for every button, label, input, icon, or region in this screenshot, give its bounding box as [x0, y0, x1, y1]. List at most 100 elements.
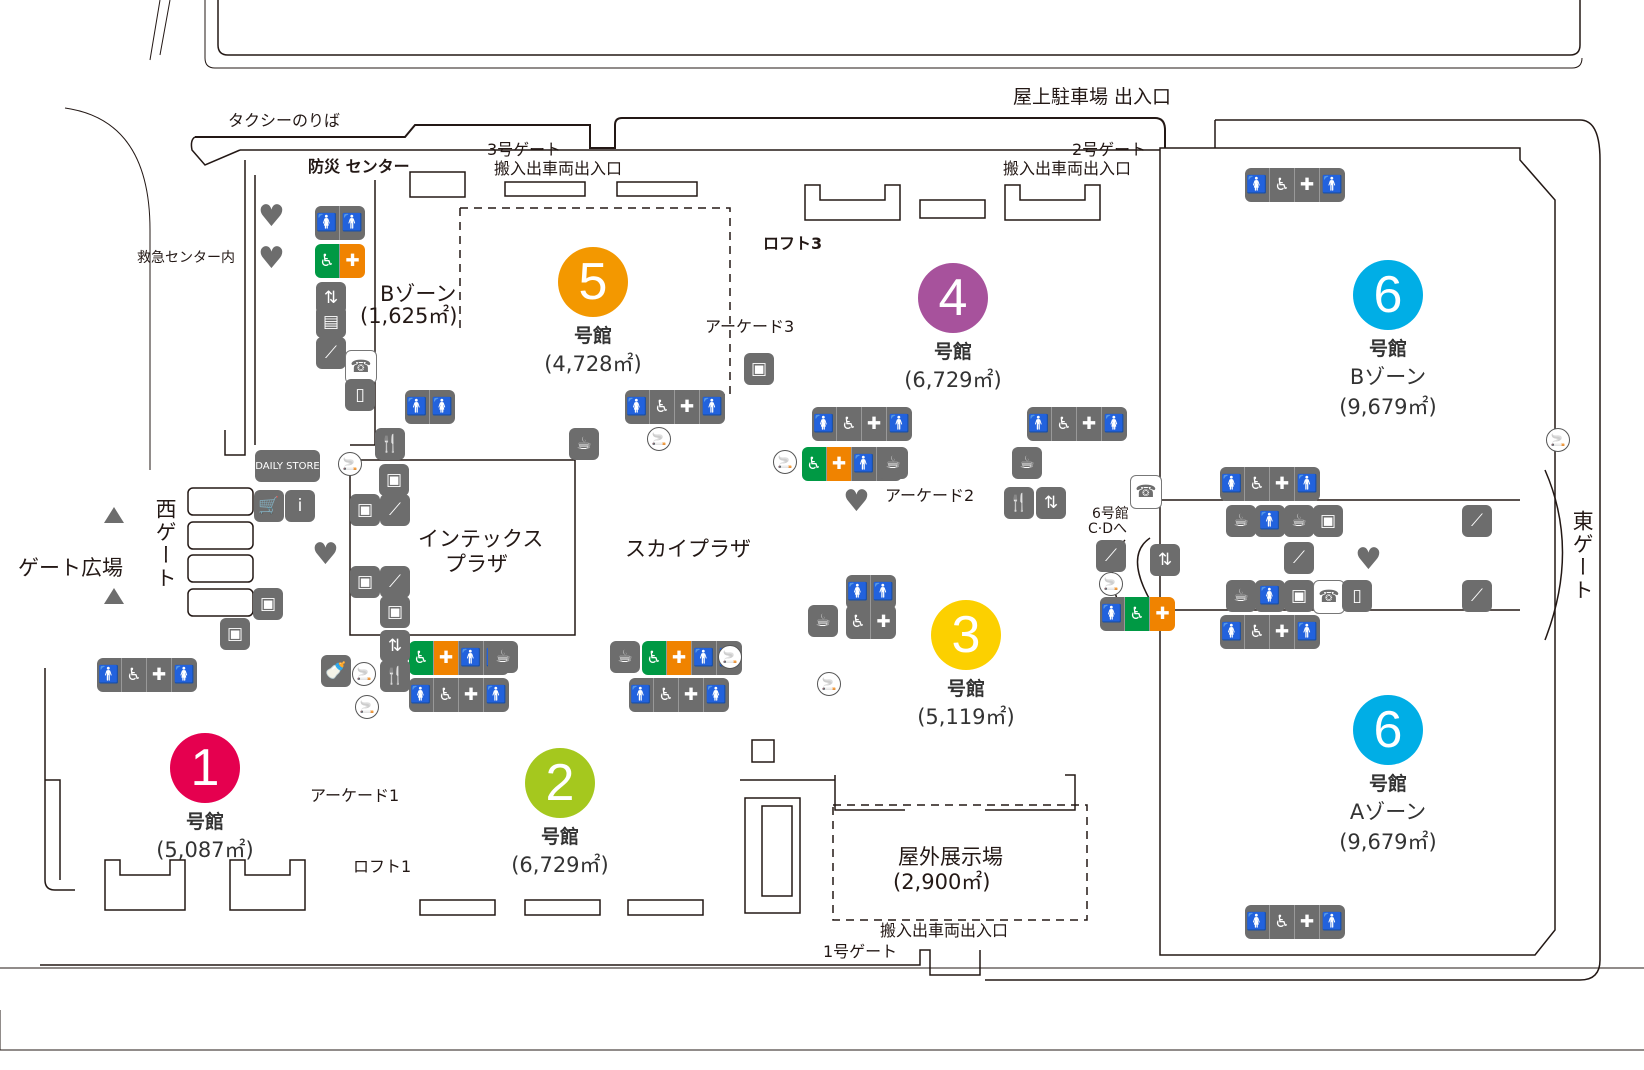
accessible-restroom-group: 🚺 ♿ ✚	[1100, 597, 1175, 631]
east-gate-label: 東ゲート	[1570, 510, 1595, 602]
hall-5[interactable]: 5 号館 (4,728㎡)	[493, 247, 693, 378]
cafe-icon: ☕	[1226, 505, 1256, 537]
hall-number-badge: 1	[170, 733, 240, 803]
wheelchair-icon: ♿	[846, 605, 871, 639]
wheelchair-icon: ♿	[1245, 615, 1270, 649]
ostomate-icon: ✚	[147, 658, 172, 692]
atm-icon: ▤	[316, 306, 346, 338]
locker-icon: ▣	[1284, 580, 1314, 612]
escalator-icon: ⟋	[1462, 505, 1492, 537]
hall5-bzone-label: Bゾーン	[380, 282, 457, 306]
hall-area: (9,679㎡)	[1339, 395, 1437, 419]
restroom-group: 🚹 ♿ ✚ 🚺	[97, 658, 197, 692]
man-restroom-icon: 🚹	[1295, 615, 1320, 649]
woman-restroom-icon: 🚺	[1245, 905, 1270, 939]
hall-6-a-zone[interactable]: 6 号館 Aゾーン (9,679㎡)	[1288, 695, 1488, 856]
man-restroom-icon: 🚹	[1255, 505, 1285, 537]
woman-restroom-icon: 🚺	[430, 390, 455, 424]
ostomate-icon: ✚	[862, 407, 887, 441]
wheelchair-icon: ♿	[837, 407, 862, 441]
smoking-area-icon: 🚬	[355, 695, 379, 719]
escalator-icon: ⟋	[316, 337, 346, 369]
hall-area: (6,729㎡)	[904, 368, 1002, 392]
man-restroom-icon: 🚹	[484, 678, 509, 712]
hall-4[interactable]: 4 号館 (6,729㎡)	[853, 263, 1053, 394]
woman-restroom-icon: 🚺	[1220, 615, 1245, 649]
hall-area: (9,679㎡)	[1339, 830, 1437, 854]
wheelchair-icon: ♿	[654, 678, 679, 712]
accessible-group: ♿ ✚	[846, 605, 896, 639]
gate1-vehicle-label: 搬入出車両出入口	[880, 921, 1009, 940]
direction-arrow-icon	[104, 588, 124, 604]
phone-icon: ☎	[1130, 475, 1162, 509]
ostomate-icon: ✚	[434, 641, 459, 675]
woman-restroom-icon: 🚺	[172, 658, 197, 692]
ostomate-icon: ✚	[679, 678, 704, 712]
ostomate-icon: ✚	[1295, 905, 1320, 939]
sky-plaza-label: スカイプラザ	[625, 537, 751, 561]
gate2-label: 2号ゲート	[1072, 140, 1147, 159]
restaurant-icon: 🍴	[375, 428, 405, 460]
ostomate-icon: ✚	[827, 447, 852, 481]
escalator-icon: ⟋	[1284, 542, 1314, 574]
hall-6-b-zone[interactable]: 6 号館 Bゾーン (9,679㎡)	[1288, 260, 1488, 421]
woman-restroom-icon: 🚺	[1102, 407, 1127, 441]
locker-icon: ▣	[220, 618, 250, 650]
hall-number-badge: 5	[558, 247, 628, 317]
ostomate-icon: ✚	[675, 390, 700, 424]
hall-name: 号館	[185, 811, 224, 833]
locker-icon: ▣	[350, 494, 380, 526]
man-restroom-icon: 🚹	[1320, 905, 1345, 939]
restroom-group: 🚺 ♿ ✚ 🚹	[409, 678, 509, 712]
ostomate-icon: ✚	[1295, 168, 1320, 202]
restroom-group: 🚺 ♿ ✚ 🚹	[1220, 467, 1320, 501]
woman-restroom-icon: 🚺	[704, 678, 729, 712]
escalator-icon: ⟋	[1462, 580, 1492, 612]
man-restroom-icon: 🚹	[887, 407, 912, 441]
wheelchair-icon: ♿	[315, 244, 340, 278]
hall-area: (5,087㎡)	[156, 838, 254, 862]
info-icon[interactable]: i	[285, 490, 315, 522]
hall-area: (4,728㎡)	[544, 352, 642, 376]
restroom-group: 🚺 ♿ ✚ 🚹	[1245, 905, 1345, 939]
woman-restroom-icon: 🚺	[1255, 580, 1285, 612]
direction-arrow-icon	[104, 507, 124, 523]
wheelchair-icon: ♿	[434, 678, 459, 712]
smoking-area-icon: 🚬	[773, 450, 797, 474]
hall-1[interactable]: 1 号館 (5,087㎡)	[105, 733, 305, 864]
man-restroom-icon: 🚹	[405, 390, 430, 424]
locker-icon: ▣	[1313, 505, 1343, 537]
arcade2-label: アーケード2	[885, 486, 975, 505]
smoking-area-icon: 🚬	[338, 452, 362, 476]
wheelchair-icon: ♿	[122, 658, 147, 692]
hall-number-badge: 3	[931, 600, 1001, 670]
hall-name: 号館	[933, 341, 972, 363]
aed-icon: ♥	[1355, 542, 1382, 577]
hall-zone: Aゾーン	[1349, 800, 1427, 824]
hall-3[interactable]: 3 号館 (5,119㎡)	[866, 600, 1066, 731]
woman-restroom-icon: 🚺	[812, 407, 837, 441]
woman-restroom-icon: 🚺	[625, 390, 650, 424]
man-restroom-icon: 🚹	[692, 641, 717, 675]
hall-number-badge: 6	[1353, 695, 1423, 765]
man-restroom-icon: 🚹	[852, 447, 877, 481]
locker-icon: ▣	[350, 566, 380, 598]
phone-icon: ☎	[345, 350, 377, 384]
hall5-bzone-area: (1,625㎡)	[360, 304, 458, 328]
restroom-group: 🚺 ♿ ✚ 🚹	[812, 407, 912, 441]
hall6-cd-label-2: C·Dへ	[1088, 521, 1128, 537]
wheelchair-icon: ♿	[650, 390, 675, 424]
hall-area: (5,119㎡)	[917, 705, 1015, 729]
taxi-stand-label: タクシーのりば	[228, 111, 341, 130]
hall-2[interactable]: 2 号館 (6,729㎡)	[460, 748, 660, 879]
woman-restroom-icon: 🚺	[409, 678, 434, 712]
elevator-icon: ⇅	[380, 630, 410, 662]
cafe-icon: ☕	[1226, 580, 1256, 612]
phone-icon: ☎	[1313, 580, 1345, 614]
restroom-group: 🚹 🚺	[405, 390, 455, 424]
escalator-icon: ⟋	[380, 494, 410, 526]
restroom-group: 🚺 ♿ ✚ 🚹	[1220, 615, 1320, 649]
woman-restroom-icon: 🚺	[1220, 467, 1245, 501]
man-restroom-icon: 🚹	[871, 575, 896, 609]
